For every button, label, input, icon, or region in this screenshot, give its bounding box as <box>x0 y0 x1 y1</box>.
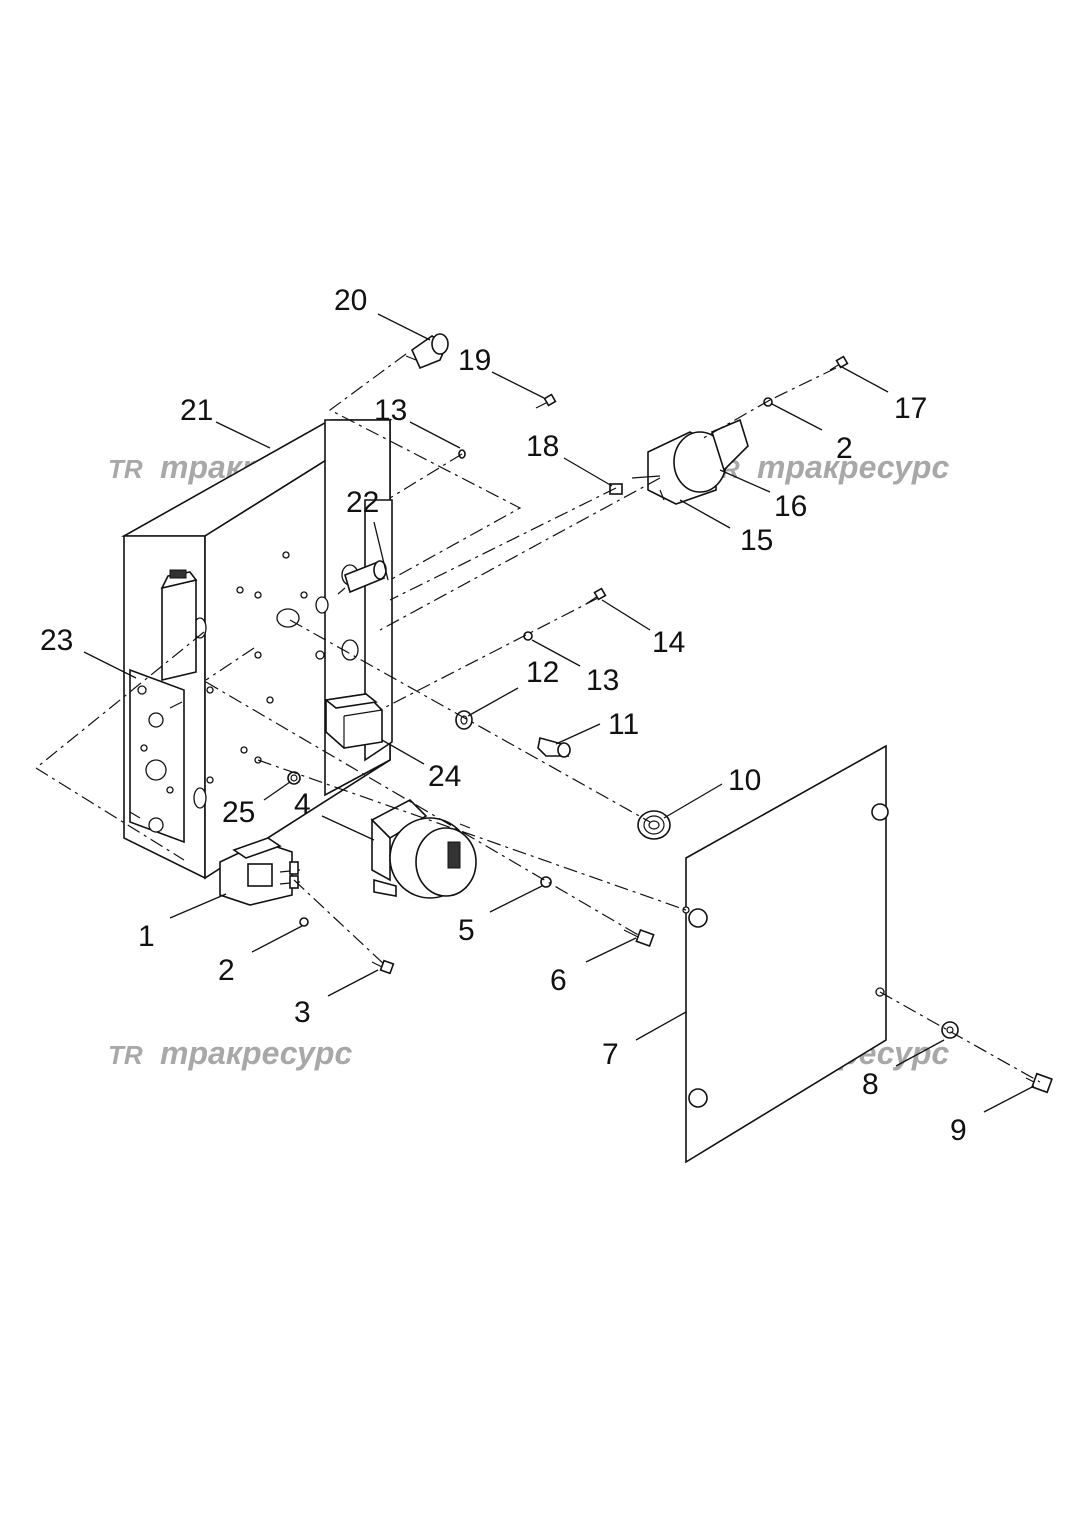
leader-lines <box>83 313 1035 1113</box>
watermark-logo: TR <box>108 1040 143 1070</box>
part-22-cylinder <box>337 560 387 595</box>
part-4-motor <box>370 799 477 899</box>
watermark-text: тракресурс <box>757 449 949 485</box>
callout-2-lower: 2 <box>218 954 235 987</box>
part-9-bolt <box>1025 1072 1053 1094</box>
callout-14: 14 <box>652 626 685 659</box>
callout-12: 12 <box>526 656 559 689</box>
callout-15: 15 <box>740 524 773 557</box>
callout-11: 11 <box>608 708 639 741</box>
callout-18: 18 <box>526 430 559 463</box>
part-6-bolt <box>623 928 655 948</box>
callout-24: 24 <box>428 760 461 793</box>
callout-2-upper: 2 <box>836 432 853 465</box>
callout-10: 10 <box>728 764 761 797</box>
part-17-screw <box>829 355 849 371</box>
callout-13-upper: 13 <box>374 394 407 427</box>
callout-21: 21 <box>180 394 213 427</box>
callout-17: 17 <box>894 392 927 425</box>
part-12-washer <box>455 710 473 730</box>
part-11-bushing <box>537 737 571 758</box>
callout-9: 9 <box>950 1114 967 1147</box>
relay-block <box>160 569 198 682</box>
callout-19: 19 <box>458 344 491 377</box>
callout-25: 25 <box>222 796 255 829</box>
callout-4: 4 <box>294 788 311 821</box>
part-10-knob <box>637 810 671 840</box>
callout-23: 23 <box>40 624 73 657</box>
callout-6: 6 <box>550 964 567 997</box>
part-19-screw <box>535 393 557 409</box>
callout-16: 16 <box>774 490 807 523</box>
assembly-lines <box>35 353 1041 1083</box>
part-7-cover-plate <box>682 744 889 1164</box>
part-8-washer <box>941 1021 959 1039</box>
watermark-bottom-left: TR тракресурс <box>108 1035 352 1071</box>
callout-22: 22 <box>346 486 379 519</box>
callout-1: 1 <box>138 920 155 953</box>
part-3-screw <box>371 959 395 975</box>
part-1-switch <box>219 837 301 906</box>
watermark-text: тракресурс <box>160 1035 352 1071</box>
part-18-nut <box>609 483 623 495</box>
watermark-top-right: TR тракресурс <box>705 449 949 485</box>
callout-labels: 20 19 21 13 18 17 2 16 15 22 14 13 12 11… <box>40 284 967 1147</box>
callout-7: 7 <box>602 1038 619 1071</box>
callout-5: 5 <box>458 914 475 947</box>
mounting-plate <box>129 668 185 844</box>
watermark-logo: TR <box>108 454 143 484</box>
part-24-relay <box>324 693 383 749</box>
callout-8: 8 <box>862 1068 879 1101</box>
callout-3: 3 <box>294 996 311 1029</box>
part-15-16-switch <box>631 418 749 505</box>
callout-13: 13 <box>586 664 619 697</box>
part-20-lamp <box>405 333 449 370</box>
part-2-washer-upper <box>763 397 773 407</box>
callout-20: 20 <box>334 284 367 317</box>
part-14-screw <box>585 587 607 605</box>
part-2-washer-lower <box>299 917 309 927</box>
